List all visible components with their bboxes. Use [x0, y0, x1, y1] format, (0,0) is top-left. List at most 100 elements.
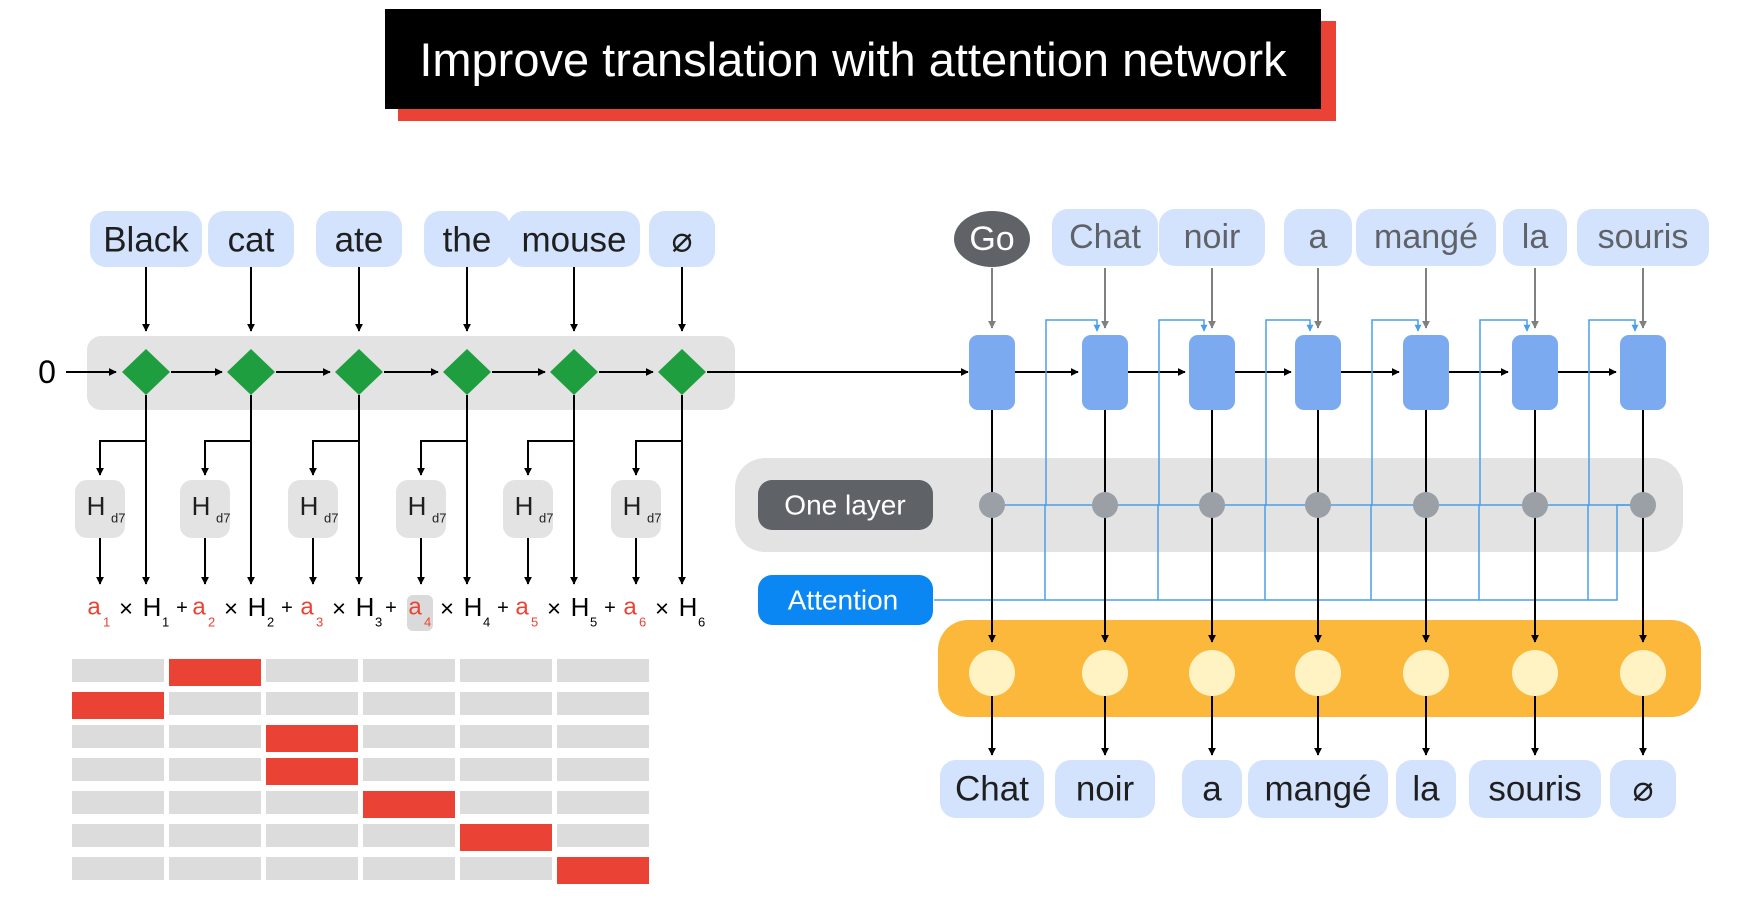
decoder-cell: [1512, 335, 1558, 410]
weight-subscript: 4: [424, 615, 431, 630]
decoder-cell: [1189, 335, 1235, 410]
encoder-diamond: [122, 349, 170, 395]
attention-cell-active: [363, 791, 455, 818]
attention-chip: [758, 575, 933, 625]
encoder-diamond: [550, 349, 598, 395]
weight-subscript: 2: [208, 615, 215, 630]
initial-state-label: 0: [38, 354, 56, 390]
attention-cell: [72, 758, 164, 781]
hidden-box: [503, 480, 553, 538]
branch-arrow: [309, 440, 359, 476]
decoder-input-word: souris: [1598, 218, 1689, 256]
decoder-input-word: a: [1309, 218, 1328, 256]
attention-cell: [557, 758, 649, 781]
branch-arrow: [632, 440, 682, 476]
hidden-subscript: 6: [698, 615, 705, 630]
attention-cell: [460, 659, 552, 682]
weight-symbol: a: [408, 594, 422, 621]
attention-hook: [1318, 319, 1422, 506]
attention-hook: [1535, 319, 1639, 506]
attention-cell: [169, 692, 261, 715]
attention-cell: [363, 659, 455, 682]
layer-node: [1630, 492, 1656, 518]
hidden-box: [288, 480, 338, 538]
layer-node: [1522, 492, 1548, 518]
hidden-box-label: H: [408, 491, 427, 521]
attention-hook: [1105, 319, 1208, 506]
decoder-input-word: la: [1522, 218, 1549, 256]
hidden-box-subscript: d7: [216, 511, 230, 526]
attention-cell: [72, 824, 164, 847]
hidden-box: [396, 480, 446, 538]
attention-cell: [72, 725, 164, 748]
attention-hook: [1212, 319, 1314, 506]
encoder-input-chip: [90, 211, 202, 267]
decoder-input-word: mangé: [1374, 218, 1478, 256]
hidden-box-subscript: d7: [324, 511, 338, 526]
hidden-subscript: 2: [267, 615, 274, 630]
hidden-subscript: 5: [590, 615, 597, 630]
attention-cell-active: [460, 824, 552, 851]
decoder-output-chip: [1610, 760, 1676, 818]
decoder-output-chip: [940, 760, 1044, 818]
decoder-output-word: noir: [1076, 770, 1135, 809]
decoder-input-chip: [1284, 209, 1352, 266]
decoder-input-chip: [1503, 209, 1567, 266]
plus-sign: +: [604, 597, 616, 619]
attention-cell: [557, 692, 649, 715]
attention-cell: [266, 692, 358, 715]
decoder-cell: [1620, 335, 1666, 410]
hidden-symbol: H: [571, 592, 590, 622]
attention-cell: [169, 857, 261, 880]
go-token-chip: [954, 211, 1030, 267]
attention-cell-active: [266, 758, 358, 785]
branch-arrow: [524, 440, 574, 476]
weight-subscript: 5: [531, 615, 538, 630]
hidden-box-label: H: [87, 491, 106, 521]
weight-symbol: a: [192, 594, 206, 621]
attention-cell: [363, 692, 455, 715]
weight-symbol: a: [623, 594, 637, 621]
attention-cell: [169, 824, 261, 847]
attention-cell: [557, 824, 649, 847]
hidden-box-subscript: d7: [111, 511, 125, 526]
plus-sign: +: [497, 597, 509, 619]
hidden-subscript: 4: [483, 615, 490, 630]
attention-cell: [460, 758, 552, 781]
encoder-input-word: ⌀: [671, 221, 692, 260]
hidden-box: [180, 480, 230, 538]
times-sign: ×: [547, 596, 561, 623]
hidden-symbol: H: [143, 592, 162, 622]
output-node: [969, 650, 1015, 696]
title-text: Improve translation with attention netwo…: [419, 32, 1287, 86]
hidden-box: [611, 480, 661, 538]
decoder-cell: [1082, 335, 1128, 410]
encoder-diamond: [443, 349, 491, 395]
attention-hook: [1426, 319, 1531, 506]
attention-cell: [72, 659, 164, 682]
attention-cell: [266, 791, 358, 814]
decoder-output-chip: [1396, 760, 1456, 818]
attention-cell-active: [557, 857, 649, 884]
hidden-box-label: H: [623, 491, 642, 521]
decoder-input-chip: [1159, 209, 1265, 266]
weight-subscript: 1: [103, 615, 110, 630]
attention-hook: [992, 319, 1101, 506]
encoder-input-chip: [208, 211, 294, 267]
times-sign: ×: [655, 596, 669, 623]
decoder-input-chip: [1356, 209, 1496, 266]
plus-sign: +: [281, 597, 293, 619]
attention-cell: [363, 824, 455, 847]
output-node: [1082, 650, 1128, 696]
weight-subscript: 6: [639, 615, 646, 630]
hidden-box-subscript: d7: [647, 511, 661, 526]
decoder-output-chip: [1055, 760, 1155, 818]
plus-sign: +: [176, 597, 188, 619]
encoder-input-chip: [424, 211, 510, 267]
times-sign: ×: [119, 596, 133, 623]
hidden-subscript: 3: [375, 615, 382, 630]
encoder-diamond: [335, 349, 383, 395]
hidden-box-label: H: [192, 491, 211, 521]
encoder-diamond: [658, 349, 706, 395]
encoder-input-chip: [508, 211, 640, 267]
